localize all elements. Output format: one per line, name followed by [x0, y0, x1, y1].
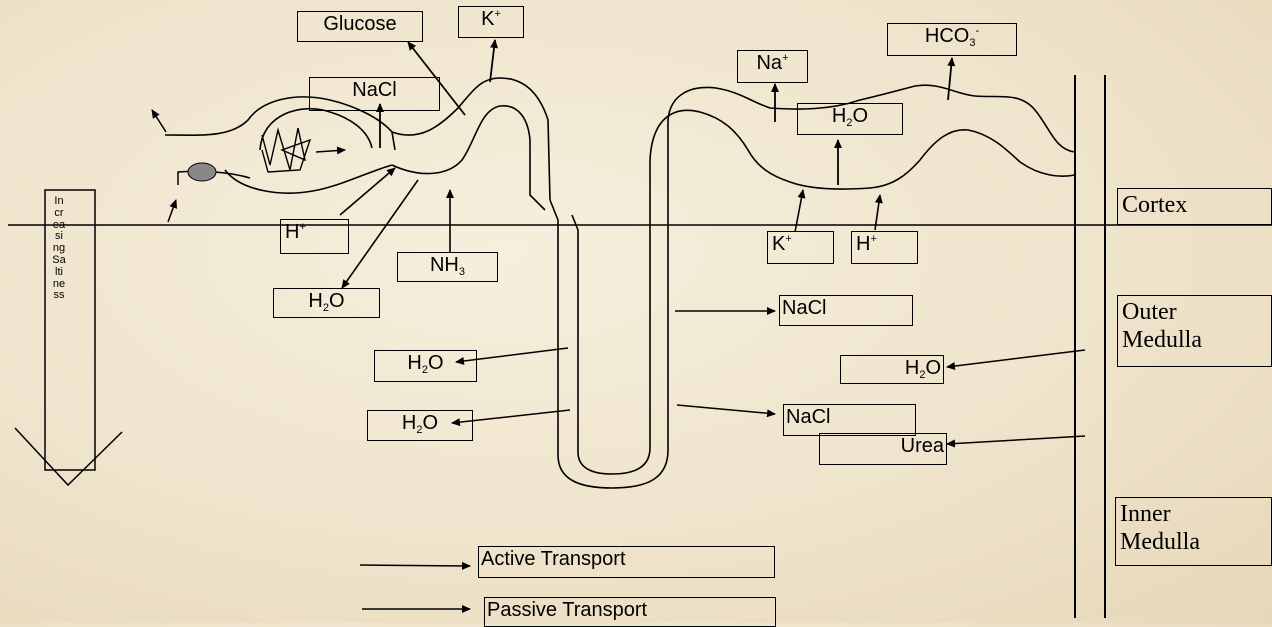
hco3-label: HCO3-	[887, 23, 1017, 56]
saltiness-gradient-label: Increasing Saltiness	[52, 196, 66, 302]
blood-in-arrow	[168, 200, 176, 222]
nacl-loop-lower-label: NaCl	[783, 404, 916, 436]
filtration-arrow	[316, 150, 345, 152]
proximal-tubule-lower-wall	[392, 106, 545, 210]
bowman-capsule-inner	[260, 109, 372, 150]
h-secretion-arrow	[340, 168, 395, 215]
glucose-label: Glucose	[297, 11, 423, 42]
legend-active-arrow	[360, 565, 470, 566]
k-out-arrow	[490, 40, 495, 82]
k-top-label: K+	[458, 6, 524, 38]
urea-label: Urea	[819, 433, 947, 465]
h2o-distal-label: H2O	[797, 103, 903, 135]
h2o-left-label: H2O	[273, 288, 380, 318]
k-right-label: K+	[767, 231, 834, 264]
nacl-top-label: NaCl	[309, 77, 440, 111]
blood-out-arrow	[152, 110, 166, 132]
nacl-loop-upper-label: NaCl	[779, 295, 913, 326]
h-left-label: H+	[280, 219, 349, 254]
h2o-desc-lower-label: H2O	[367, 410, 473, 441]
loop-descending-inner	[572, 215, 650, 474]
urea-arrow	[947, 436, 1085, 444]
h2o-outer-label: H2O	[840, 355, 944, 384]
zone-cortex-label: Cortex	[1117, 188, 1272, 225]
h-right-label: H+	[851, 231, 918, 264]
h2o-outer-arrow	[947, 350, 1085, 367]
h2o-desc-upper-label: H2O	[374, 350, 477, 382]
nacl-loop-lower-arrow	[677, 405, 775, 414]
legend-active-label: Active Transport	[478, 546, 775, 578]
na-label: Na+	[737, 50, 808, 83]
saltiness-arrowhead	[15, 428, 122, 485]
nh3-label: NH3	[397, 252, 498, 282]
bowman-capsule-lower	[225, 165, 392, 193]
juxtaglomerular-cell	[188, 163, 216, 181]
hco3-arrow	[948, 58, 952, 100]
glomerulus-capillaries	[262, 128, 310, 172]
